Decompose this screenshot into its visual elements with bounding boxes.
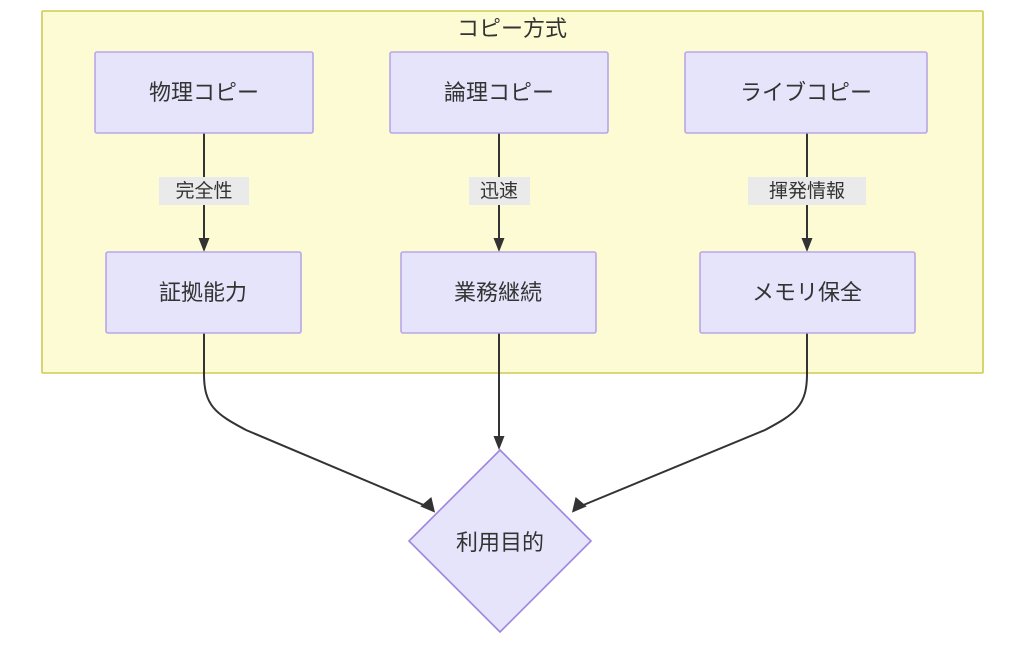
node-logical-copy-label: 論理コピー: [444, 80, 554, 105]
node-purpose[interactable]: 利用目的: [407, 448, 593, 634]
cluster-title: コピー方式: [457, 16, 567, 41]
node-business-cont-box[interactable]: [400, 251, 597, 334]
node-memory-preserve-box[interactable]: [699, 251, 916, 334]
edge-label-completeness: 完全性: [175, 180, 232, 202]
edge-label-bg-volatile-info: [748, 177, 866, 205]
node-logical-copy[interactable]: 論理コピー: [389, 51, 609, 134]
node-live-copy-box[interactable]: [684, 51, 928, 134]
node-evidence-power-label: 証拠能力: [159, 280, 247, 305]
node-business-cont-label: 業務継続: [454, 280, 542, 305]
node-memory-preserve-label: メモリ保全: [752, 280, 862, 305]
edge-label-bg-speed: [469, 177, 530, 205]
arrowhead-business-cont: [493, 238, 505, 252]
node-logical-copy-box[interactable]: [389, 51, 609, 134]
node-evidence-power[interactable]: 証拠能力: [105, 251, 302, 334]
edges-layer: [198, 133, 813, 513]
node-evidence-power-box[interactable]: [105, 251, 302, 334]
node-physical-copy-box[interactable]: [94, 51, 314, 134]
arrowhead-purpose-top: [493, 436, 505, 450]
edge-label-bg-completeness: [159, 177, 249, 205]
node-memory-preserve[interactable]: メモリ保全: [699, 251, 916, 334]
node-purpose-label: 利用目的: [456, 530, 544, 555]
node-physical-copy-label: 物理コピー: [149, 80, 259, 105]
edge-labels-layer: 完全性 迅速 揮発情報: [159, 177, 866, 205]
edge-memory-preserve-to-purpose: [580, 332, 808, 507]
edge-evidence-power-to-purpose: [203, 332, 427, 507]
node-business-cont[interactable]: 業務継続: [400, 251, 597, 334]
nodes-layer: 物理コピー 論理コピー ライブコピー 証拠能力 業務継続 メモリ保全: [94, 51, 928, 634]
edge-label-speed: 迅速: [480, 180, 518, 202]
edge-label-volatile-info: 揮発情報: [769, 180, 845, 202]
arrowhead-memory-preserve: [801, 238, 813, 252]
edge-label-group-completeness: 完全性: [159, 177, 249, 205]
node-live-copy-label: ライブコピー: [740, 80, 872, 105]
arrowhead-purpose-right: [571, 496, 587, 513]
node-physical-copy[interactable]: 物理コピー: [94, 51, 314, 134]
arrowhead-evidence-power: [198, 238, 210, 252]
edge-label-group-speed: 迅速: [469, 177, 530, 205]
edge-label-group-volatile-info: 揮発情報: [748, 177, 866, 205]
node-live-copy[interactable]: ライブコピー: [684, 51, 928, 134]
node-purpose-diamond[interactable]: [407, 448, 593, 634]
arrowhead-purpose-left: [420, 496, 436, 513]
